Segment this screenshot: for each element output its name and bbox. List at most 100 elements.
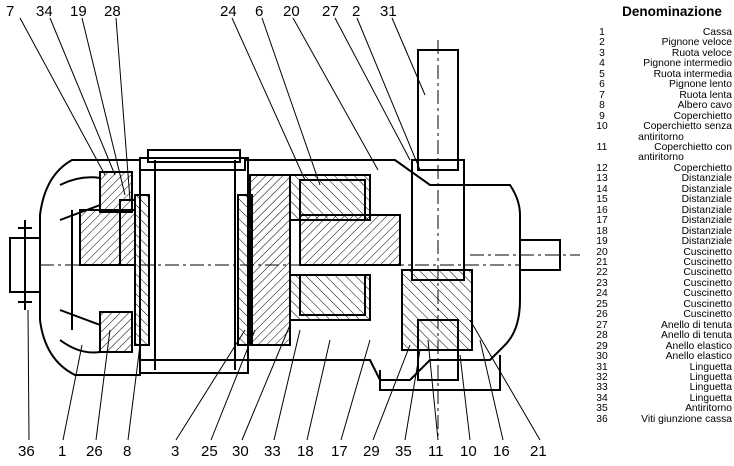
legend-name: Linguetta	[689, 361, 732, 373]
legend-number: 35	[596, 403, 608, 415]
callout-30: 30	[232, 443, 249, 460]
legend-name: Anello di tenuta	[661, 330, 732, 342]
callout-34: 34	[36, 3, 53, 20]
case-bolt	[9, 237, 41, 293]
callout-24: 24	[220, 3, 237, 20]
callout-21: 21	[530, 443, 547, 460]
callout-31: 31	[380, 3, 397, 20]
legend-number: 18	[596, 225, 608, 237]
legend-name: Cuscinetto	[683, 277, 732, 289]
legend-number: 7	[599, 89, 605, 101]
callout-20: 20	[283, 3, 300, 20]
legend-row: 23 Cuscinetto	[590, 277, 732, 289]
legend-row: 35 Antiritorno	[590, 403, 732, 415]
callout-10: 10	[460, 443, 477, 460]
legend-row: 24 Cuscinetto	[590, 288, 732, 300]
callout-19: 19	[70, 3, 87, 20]
legend-number: 21	[596, 256, 608, 268]
legend-number: 20	[596, 246, 608, 258]
legend-name: Linguetta	[689, 392, 732, 404]
legend-number: 4	[599, 58, 605, 70]
legend-number: 23	[596, 277, 608, 289]
legend-number: 12	[596, 162, 608, 174]
legend-name: Cuscinetto	[683, 288, 732, 300]
legend-row: 12 Coperchietto	[590, 162, 732, 174]
legend-number: 28	[596, 330, 608, 342]
legend-number: 32	[596, 371, 608, 383]
legend-row-continuation: antiritorno	[590, 132, 732, 143]
callout-36: 36	[18, 443, 35, 460]
legend-name: Linguetta	[689, 382, 732, 394]
legend-name: Ruota intermedia	[653, 68, 732, 80]
gearbox-section-drawing: 7 34 19 28 24 6 20 27 2 31 36 1 26 8 3 2…	[6, 3, 580, 460]
legend-number: 34	[596, 392, 608, 404]
legend-name: Distanziale	[681, 204, 732, 216]
legend-name: Anello elastico	[665, 340, 732, 352]
callout-11: 11	[428, 443, 444, 460]
legend-name: Anello di tenuta	[661, 319, 732, 331]
legend-number: 17	[596, 215, 608, 227]
legend-name: Anello elastico	[665, 351, 732, 363]
legend-number: 10	[596, 121, 608, 133]
legend-number: 5	[599, 68, 605, 80]
legend-row: 29 Anello elastico	[590, 340, 732, 352]
legend-row: 2 Pignone veloce	[590, 37, 732, 49]
callout-27: 27	[322, 3, 339, 20]
callout-3: 3	[171, 443, 179, 460]
legend-number: 2	[599, 37, 605, 49]
legend-number: 11	[596, 141, 608, 153]
legend-number: 24	[596, 288, 608, 300]
legend-name: Coperchietto	[673, 162, 732, 174]
legend-number: 36	[596, 413, 608, 425]
legend-row: 36 Viti giunzione cassa	[590, 413, 732, 425]
callout-29: 29	[363, 443, 380, 460]
legend-name: Distanziale	[681, 236, 732, 248]
legend-number: 1	[599, 27, 605, 38]
legend-name: Distanziale	[681, 183, 732, 195]
legend-number: 33	[596, 382, 608, 394]
legend-name: Antiritorno	[685, 403, 732, 415]
legend-name: Viti giunzione cassa	[641, 413, 732, 425]
legend-name: Pignone intermedio	[643, 58, 732, 70]
legend-row: 15 Distanziale	[590, 194, 732, 206]
legend-name: Ruota lenta	[679, 89, 732, 101]
legend-number: 15	[596, 194, 608, 206]
callout-1: 1	[58, 443, 66, 460]
legend-name: Pignone lento	[669, 79, 732, 91]
legend-name: Distanziale	[681, 194, 732, 206]
legend-row: 34 Linguetta	[590, 392, 732, 404]
legend-title: Denominazione	[622, 4, 722, 19]
legend-row: 26 Cuscinetto	[590, 309, 732, 321]
legend-name: Ruota veloce	[671, 47, 732, 59]
legend-row: 28 Anello di tenuta	[590, 330, 732, 342]
legend-number: 26	[596, 309, 608, 321]
legend-name: Coperchietto	[673, 110, 732, 122]
legend-name: Cuscinetto	[683, 309, 732, 321]
legend-row: 33 Linguetta	[590, 382, 732, 394]
legend-name: Pignone veloce	[661, 37, 732, 49]
legend-name: Cuscinetto	[683, 267, 732, 279]
callout-28: 28	[104, 3, 121, 20]
legend-number: 29	[596, 340, 608, 352]
callout-26: 26	[86, 443, 103, 460]
callout-18: 18	[297, 443, 314, 460]
legend-name: Distanziale	[681, 173, 732, 185]
callout-6: 6	[255, 3, 263, 20]
